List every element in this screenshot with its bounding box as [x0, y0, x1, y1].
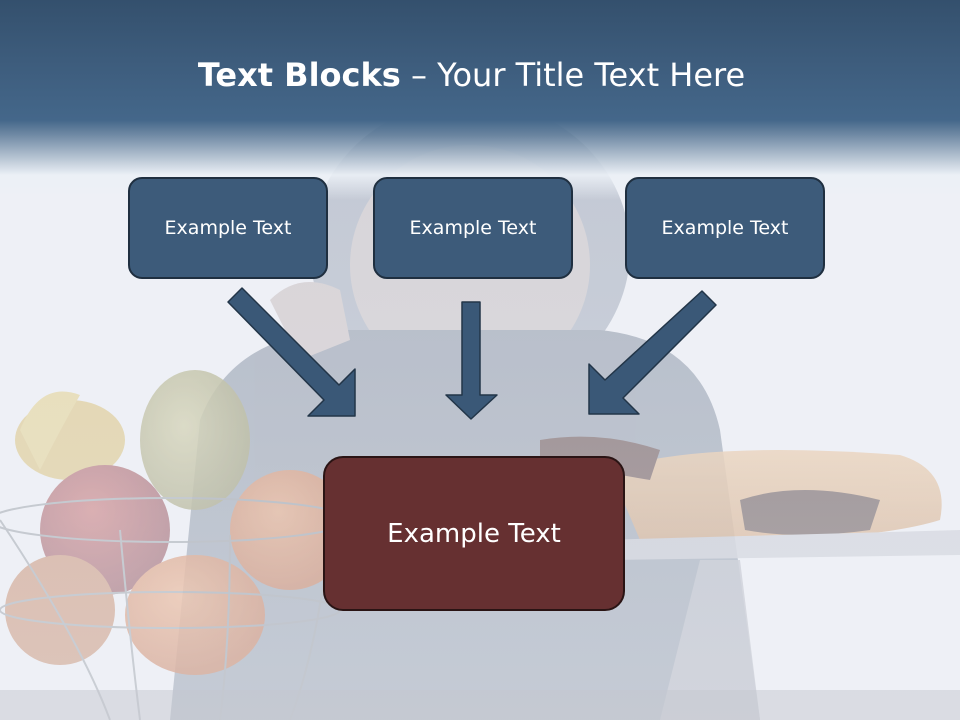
text-box-right[interactable]: Example Text: [625, 177, 825, 279]
text-box-left-label: Example Text: [164, 217, 292, 239]
title-separator: –: [400, 56, 438, 94]
title-bold-part: Text Blocks: [197, 56, 401, 94]
text-box-center-label: Example Text: [409, 217, 537, 239]
title-normal-part: Your Title Text Here: [437, 56, 746, 94]
title-band: [0, 0, 960, 200]
text-box-left[interactable]: Example Text: [128, 177, 328, 279]
slide-title[interactable]: Text Blocks – Your Title Text Here: [0, 52, 943, 98]
main-text-box[interactable]: Example Text: [323, 456, 625, 611]
text-box-right-label: Example Text: [661, 217, 789, 239]
main-text-box-label: Example Text: [387, 518, 561, 549]
text-box-center[interactable]: Example Text: [373, 177, 573, 279]
